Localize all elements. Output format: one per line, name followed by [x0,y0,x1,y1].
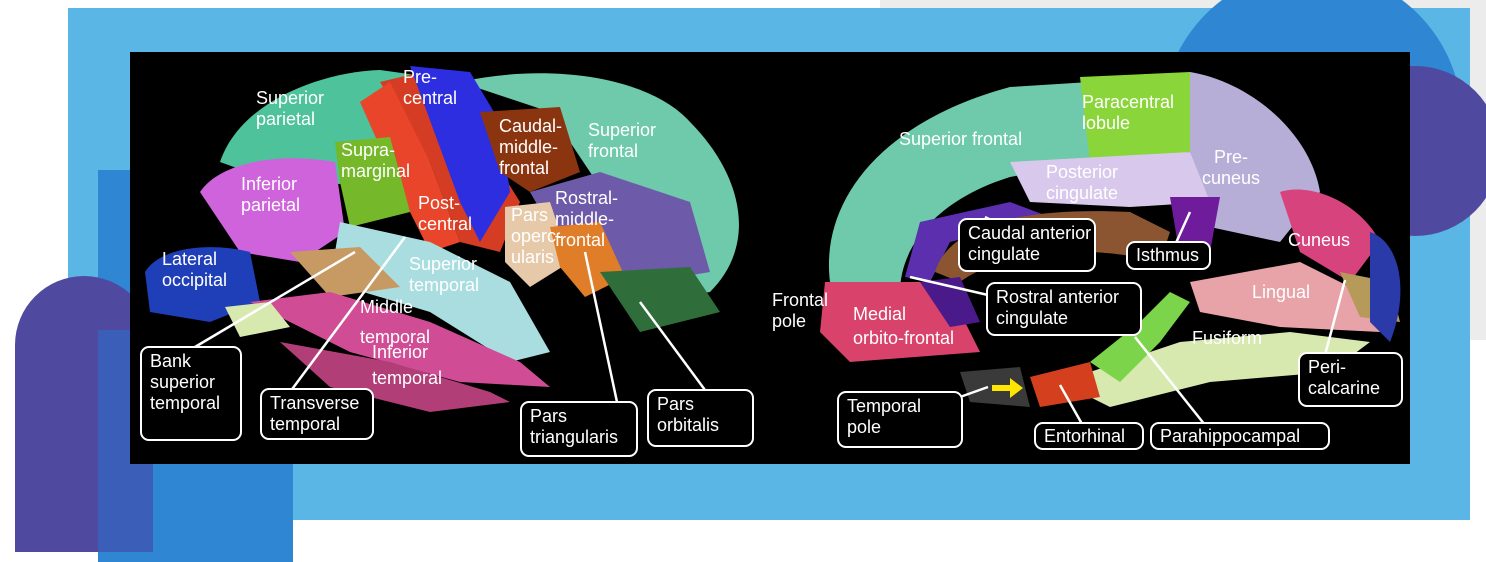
label-superior-frontal-lateral: Superior frontal [588,120,656,162]
box-pars-orbitalis: Pars orbitalis [647,389,754,447]
label-lateral-occipital: Lateral occipital [162,249,227,291]
box-temporal-pole: Temporal pole [837,391,963,448]
label-lingual: Lingual [1252,282,1310,303]
label-fusiform: Fusiform [1192,328,1262,349]
box-bank-superior-temporal: Bank superior temporal [140,346,242,441]
label-medial-orbitofrontal: Medial orbito-frontal [853,302,954,350]
label-rostral-middle-frontal: Rostral- middle- frontal [555,188,618,251]
label-cuneus: Cuneus [1288,230,1350,251]
box-parahippocampal: Parahippocampal [1150,422,1330,450]
label-precuneus: Pre- cuneus [1202,147,1260,189]
label-inferior-parietal: Inferior parietal [241,174,300,216]
label-superior-frontal-medial: Superior frontal [899,129,1022,150]
occipital-pole-region [1370,232,1400,342]
label-posterior-cingulate: Posterior cingulate [1046,162,1118,204]
label-superior-temporal: Superior temporal [409,254,479,296]
box-rostral-anterior-cingulate: Rostral anterior cingulate [986,282,1142,336]
label-pars-opercularis: Pars operc- ularis [511,205,562,268]
label-caudal-middle-frontal: Caudal- middle- frontal [499,116,562,179]
brain-atlas-image: Superior parietal Pre- central Supra- ma… [130,52,1410,464]
box-transverse-temporal: Transverse temporal [260,388,374,440]
box-isthmus: Isthmus [1126,241,1211,270]
entorhinal-region [1030,362,1100,407]
box-pericalcarine: Peri- calcarine [1298,352,1403,407]
label-postcentral: Post- central [418,193,472,235]
box-entorhinal: Entorhinal [1034,422,1144,450]
label-inferior-temporal: Inferior temporal [372,339,442,391]
label-superior-parietal: Superior parietal [256,88,324,130]
label-supramarginal: Supra- marginal [341,140,410,182]
label-frontal-pole: Frontal pole [772,290,828,332]
label-precentral: Pre- central [403,67,457,109]
label-paracentral-lobule: Paracentral lobule [1082,92,1174,134]
box-caudal-anterior-cingulate: Caudal anterior cingulate [958,218,1096,272]
box-pars-triangularis: Pars triangularis [520,401,638,457]
